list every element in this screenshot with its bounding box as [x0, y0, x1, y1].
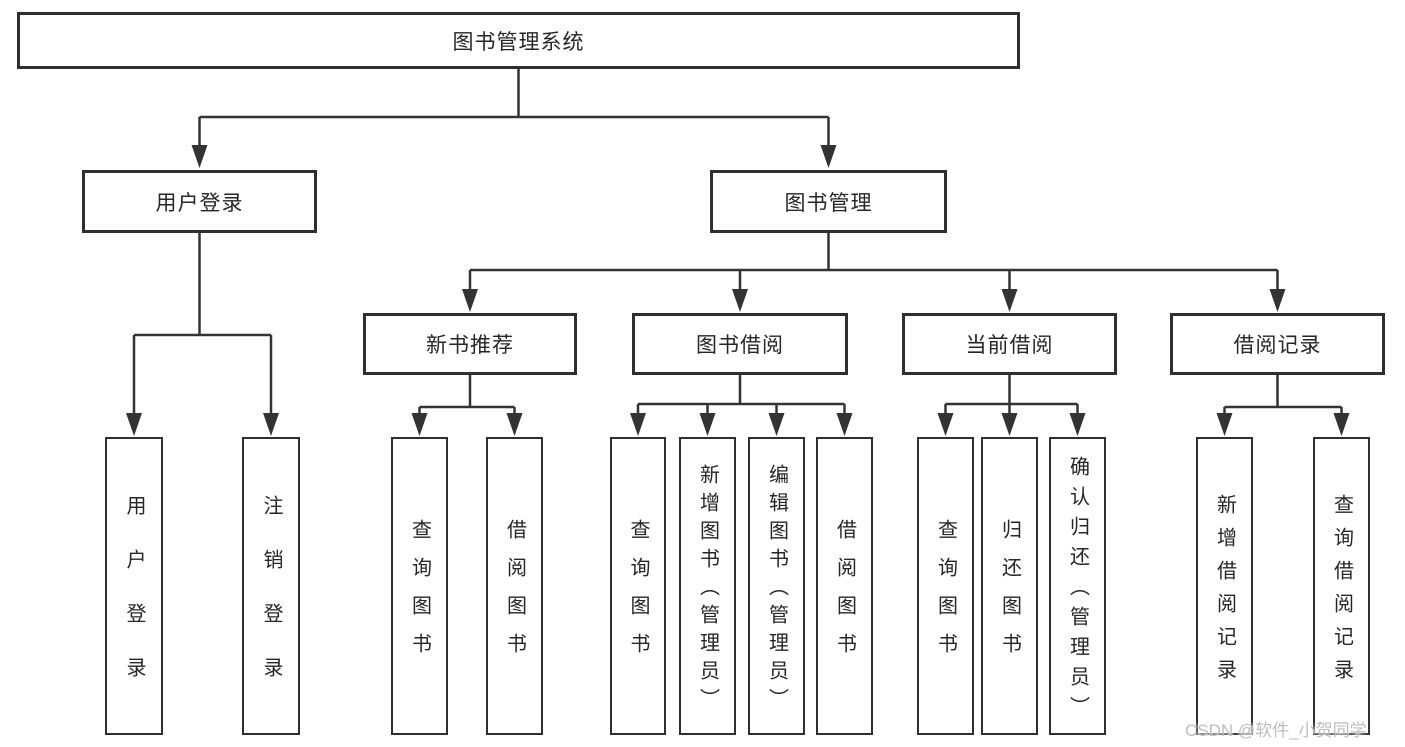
node-label: 图书借阅 — [696, 334, 784, 357]
arrowhead-icon — [1216, 413, 1233, 436]
leaf-label: 借阅图书 — [833, 519, 856, 671]
node-label: 用户登录 — [155, 191, 244, 215]
node-borrow-records: 借阅记录 — [1170, 313, 1385, 375]
arrowhead-icon — [1269, 289, 1286, 312]
leaf-label: 用户登录 — [123, 495, 145, 711]
arrowhead-icon — [462, 289, 478, 312]
leaf-logout: 注销登录 — [242, 437, 300, 735]
connector-path — [418, 375, 516, 416]
leaf-confirm-return-admin: 确认归还（管理员） — [1049, 437, 1106, 735]
arrowhead-icon — [506, 413, 523, 436]
leaf-label: 查询图书 — [627, 519, 649, 671]
node-book-management: 图书管理 — [710, 170, 947, 233]
connector-path — [132, 233, 273, 416]
arrowhead-icon — [699, 413, 716, 436]
leaf-query-books: 查询图书 — [391, 437, 448, 735]
connector-path — [468, 233, 1279, 292]
arrowhead-icon — [263, 413, 279, 436]
leaf-label: 编辑图书（管理员） — [765, 464, 788, 716]
leaf-label: 查询图书 — [408, 519, 431, 671]
leaf-borrow-books: 借阅图书 — [816, 437, 873, 735]
arrowhead-icon — [126, 413, 142, 436]
node-root: 图书管理系统 — [17, 12, 1020, 69]
arrowhead-icon — [820, 145, 837, 168]
connector-path — [636, 375, 846, 416]
leaf-query-books: 查询图书 — [610, 437, 666, 735]
leaf-edit-book-admin: 编辑图书（管理员） — [748, 437, 805, 735]
arrowhead-icon — [836, 413, 853, 436]
node-new-book-recommend: 新书推荐 — [363, 313, 577, 375]
leaf-add-borrow-record: 新增借阅记录 — [1196, 437, 1253, 735]
leaf-borrow-books: 借阅图书 — [486, 437, 543, 735]
arrowhead-icon — [1001, 289, 1018, 312]
leaf-label: 查询图书 — [934, 519, 957, 671]
leaf-user-login: 用户登录 — [105, 437, 163, 735]
arrowhead-icon — [411, 413, 428, 436]
arrowhead-icon — [191, 145, 208, 168]
node-book-borrow: 图书借阅 — [632, 313, 848, 375]
node-root-label: 图书管理系统 — [452, 30, 585, 54]
arrowhead-icon — [1333, 413, 1350, 436]
leaf-add-book-admin: 新增图书（管理员） — [679, 437, 736, 735]
arrowhead-icon — [630, 413, 646, 436]
connector-path — [944, 375, 1079, 416]
arrowhead-icon — [732, 289, 748, 312]
watermark: CSDN @软件_小贺同学 — [1185, 721, 1367, 740]
leaf-return-book: 归还图书 — [981, 437, 1038, 735]
leaf-label: 新增借阅记录 — [1213, 493, 1236, 692]
leaf-label: 借阅图书 — [503, 519, 526, 671]
leaf-query-books: 查询图书 — [917, 437, 974, 735]
node-label: 新书推荐 — [426, 334, 514, 357]
node-label: 图书管理 — [784, 191, 873, 215]
node-label: 当前借阅 — [965, 334, 1054, 357]
connector-path — [198, 69, 830, 148]
leaf-label: 注销登录 — [260, 495, 282, 711]
leaf-label: 确认归还（管理员） — [1066, 456, 1089, 726]
arrowhead-icon — [937, 413, 954, 436]
connector-path — [1223, 375, 1343, 416]
node-current-borrow: 当前借阅 — [902, 313, 1117, 375]
arrowhead-icon — [1001, 413, 1018, 436]
leaf-label: 查询借阅记录 — [1330, 493, 1353, 692]
arrowhead-icon — [1069, 413, 1086, 436]
arrowhead-icon — [768, 413, 785, 436]
node-label: 借阅记录 — [1233, 334, 1322, 357]
leaf-label: 归还图书 — [998, 519, 1021, 671]
node-user-login: 用户登录 — [82, 170, 317, 233]
leaf-label: 新增图书（管理员） — [696, 464, 719, 716]
leaf-query-borrow-record: 查询借阅记录 — [1313, 437, 1370, 735]
